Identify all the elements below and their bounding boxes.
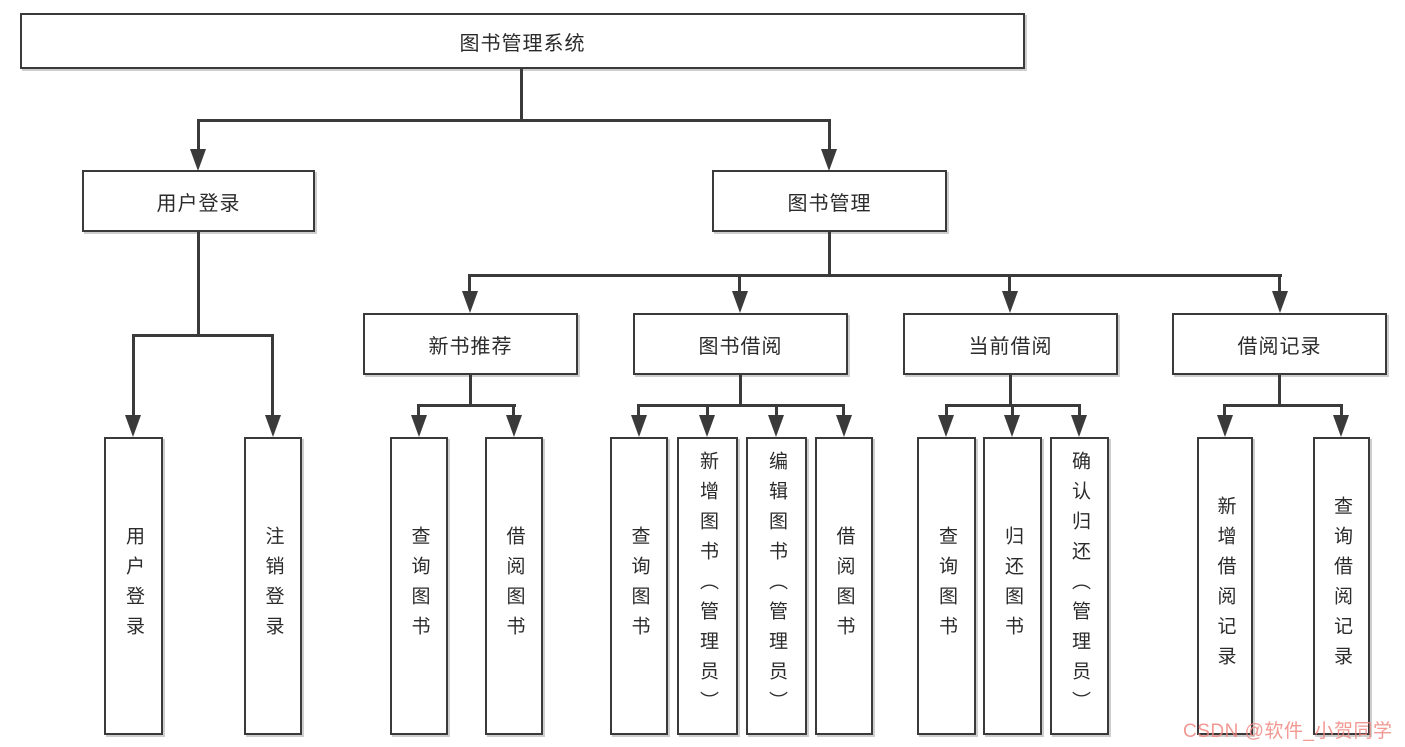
arrow-to-recommend-borrow-books [506, 415, 522, 437]
node-borrow-query-books: 查询图书 [610, 437, 668, 735]
connector-drop-logout [271, 334, 274, 418]
connector-book-management-branch [468, 274, 1282, 277]
node-add-books-admin: 新增图书（管理员） [677, 437, 738, 735]
connector-borrow-records-branch [1223, 404, 1343, 407]
arrow-to-current-query-books [938, 415, 954, 437]
connector-drop-borrow-records [1278, 274, 1281, 294]
node-borrow-borrow-books-label: 借阅图书 [833, 526, 855, 646]
arrow-to-logout [265, 415, 281, 437]
connector-drop-book-management [828, 119, 831, 153]
node-login-label: 用户登录 [123, 526, 144, 646]
connector-borrow-records-stem [1278, 375, 1281, 407]
node-add-borrow-record: 新增借阅记录 [1197, 437, 1253, 735]
connector-drop-confirm-return [1078, 404, 1081, 420]
connector-drop-return-books [1011, 404, 1014, 420]
connector-drop-new-book-recommend [468, 274, 471, 294]
node-edit-books-admin-label: 编辑图书（管理员） [766, 451, 787, 721]
connector-drop-current-query-books [945, 404, 948, 420]
connector-drop-login [132, 334, 135, 418]
arrow-to-book-borrow [732, 291, 748, 313]
node-confirm-return-admin: 确认归还（管理员） [1050, 437, 1109, 735]
node-recommend-borrow-books: 借阅图书 [485, 437, 543, 735]
arrow-to-edit-books [768, 415, 784, 437]
node-borrow-records: 借阅记录 [1172, 313, 1387, 375]
node-recommend-query-books: 查询图书 [390, 437, 448, 735]
arrow-to-new-book-recommend [462, 291, 478, 313]
connector-drop-add-borrow-record [1223, 404, 1226, 420]
node-confirm-return-admin-label: 确认归还（管理员） [1069, 451, 1090, 721]
connector-book-borrow-branch [637, 404, 845, 407]
arrow-to-borrow-records [1272, 291, 1288, 313]
node-return-books-label: 归还图书 [1002, 526, 1023, 646]
connector-drop-current-borrow [1008, 274, 1011, 294]
node-library-management-system: 图书管理系统 [20, 13, 1025, 69]
connector-drop-recommend-query-books [417, 404, 420, 420]
node-current-borrow: 当前借阅 [903, 313, 1118, 375]
connector-drop-edit-books [775, 404, 778, 420]
node-borrow-borrow-books: 借阅图书 [815, 437, 873, 735]
arrow-to-confirm-return [1071, 415, 1087, 437]
arrow-to-query-borrow-record [1333, 415, 1349, 437]
arrow-to-user-login [190, 149, 206, 171]
connector-drop-recommend-borrow-books [512, 404, 515, 420]
node-add-borrow-record-label: 新增借阅记录 [1214, 496, 1236, 676]
arrow-to-recommend-query-books [411, 415, 427, 437]
node-logout-label: 注销登录 [262, 526, 284, 646]
arrow-to-borrow-borrow-books [836, 415, 852, 437]
connector-user-login-stem [197, 232, 200, 337]
node-edit-books-admin: 编辑图书（管理员） [746, 437, 807, 735]
node-book-management: 图书管理 [712, 170, 947, 232]
arrow-to-add-books [699, 415, 715, 437]
node-return-books: 归还图书 [983, 437, 1042, 735]
node-query-borrow-record-label: 查询借阅记录 [1331, 496, 1352, 676]
connector-drop-add-books [706, 404, 709, 420]
node-user-login: 用户登录 [82, 170, 315, 232]
connector-drop-query-borrow-record [1340, 404, 1343, 420]
arrow-to-add-borrow-record [1217, 415, 1233, 437]
connector-root-stem [520, 69, 523, 122]
node-new-book-recommend: 新书推荐 [363, 313, 578, 375]
arrow-to-return-books [1004, 415, 1020, 437]
node-current-query-books-label: 查询图书 [936, 526, 957, 646]
node-borrow-query-books-label: 查询图书 [628, 526, 650, 646]
csdn-watermark: CSDN @软件_小贺同学 [1183, 721, 1393, 742]
node-logout: 注销登录 [244, 437, 302, 735]
connector-new-book-recommend-stem [469, 375, 472, 407]
arrow-to-borrow-query-books [631, 415, 647, 437]
node-query-borrow-record: 查询借阅记录 [1313, 437, 1370, 735]
connector-new-book-recommend-branch [417, 404, 516, 407]
connector-current-borrow-stem [1009, 375, 1012, 407]
connector-drop-borrow-borrow-books [842, 404, 845, 420]
connector-user-login-branch [132, 334, 274, 337]
connector-root-branch [197, 119, 831, 122]
node-current-query-books: 查询图书 [917, 437, 976, 735]
node-login: 用户登录 [104, 437, 163, 735]
node-recommend-query-books-label: 查询图书 [408, 526, 430, 646]
node-book-borrow: 图书借阅 [633, 313, 848, 375]
connector-book-management-stem [828, 232, 831, 277]
node-recommend-borrow-books-label: 借阅图书 [503, 526, 525, 646]
arrow-to-current-borrow [1002, 291, 1018, 313]
connector-book-borrow-stem [739, 375, 742, 407]
connector-drop-borrow-query-books [637, 404, 640, 420]
arrow-to-login [125, 415, 141, 437]
connector-drop-book-borrow [738, 274, 741, 294]
connector-drop-user-login [197, 119, 200, 153]
arrow-to-book-management [821, 149, 837, 171]
node-add-books-admin-label: 新增图书（管理员） [697, 451, 718, 721]
